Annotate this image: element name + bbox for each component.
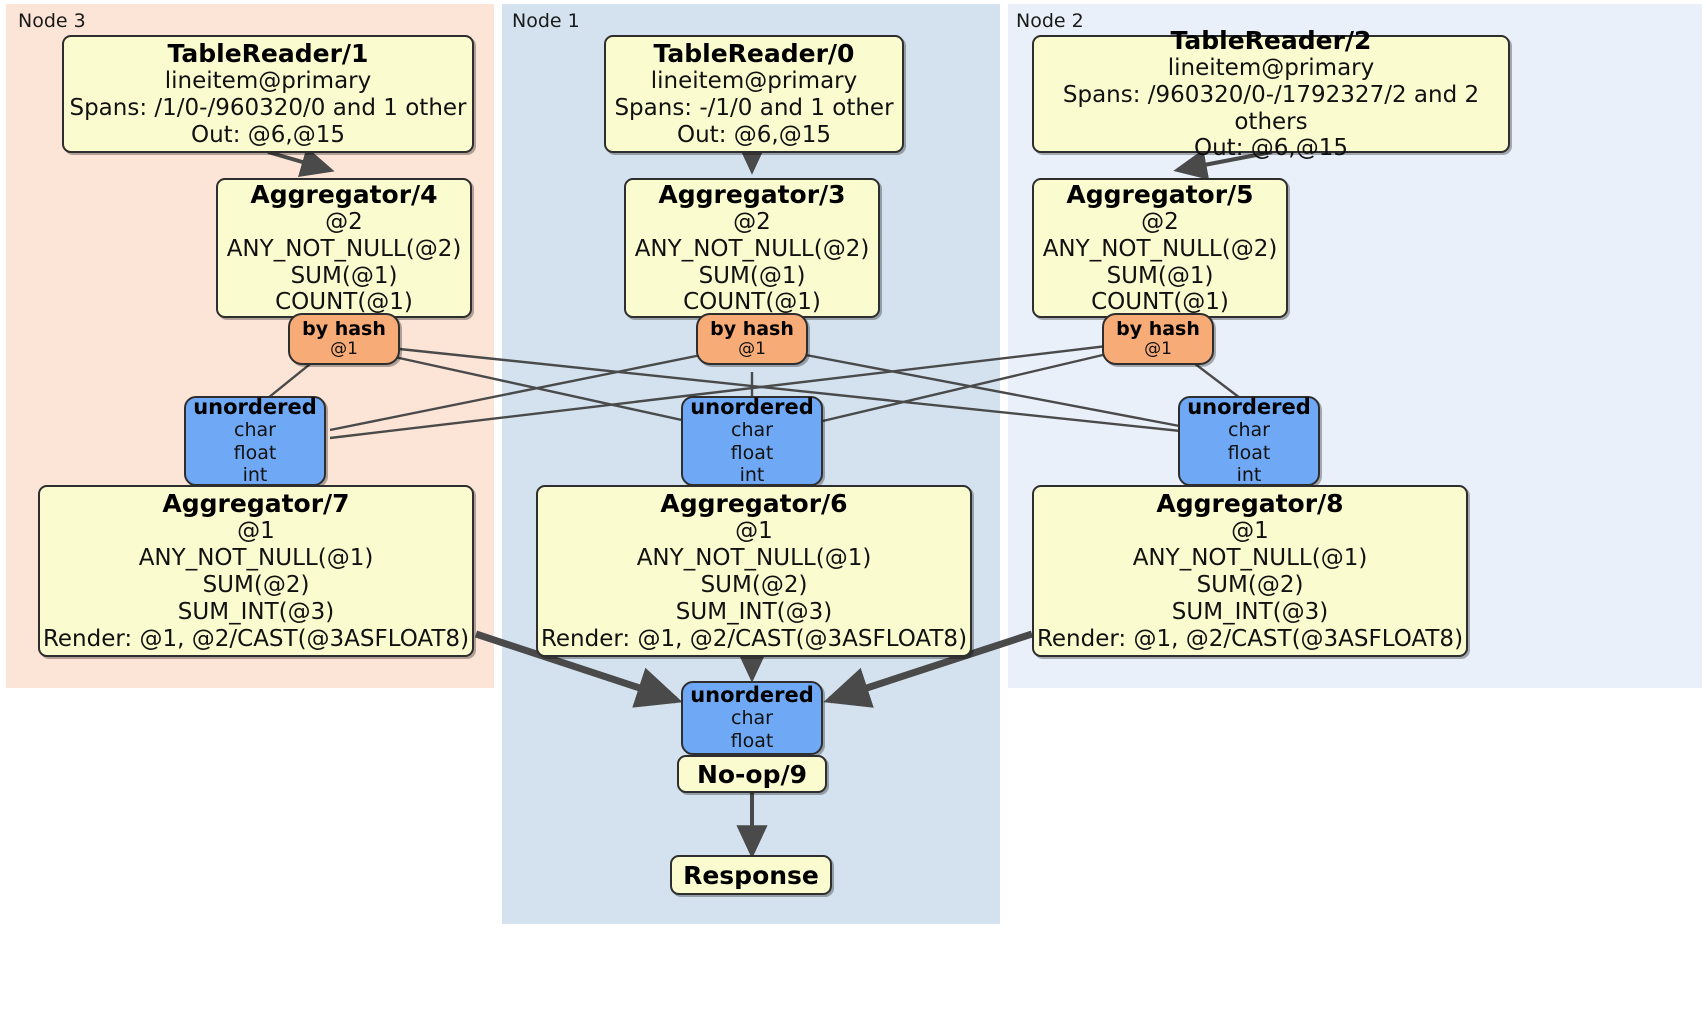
- synchronizer-type: char: [731, 418, 773, 441]
- aggregator-group: @2: [325, 208, 363, 235]
- noop-title: No-op/9: [696, 759, 808, 789]
- table-reader-table: lineitem@primary: [164, 68, 372, 95]
- aggregator-agg: COUNT(@1): [1091, 289, 1229, 316]
- synchronizer-type: float: [730, 441, 774, 464]
- aggregator-agg: SUM_INT(@3): [177, 598, 335, 625]
- synchronizer-title: unordered: [690, 683, 814, 708]
- aggregator-agg: COUNT(@1): [683, 289, 821, 316]
- router-title: by hash: [1116, 317, 1200, 340]
- aggregator-group: @2: [1141, 208, 1179, 235]
- aggregator-agg: SUM_INT(@3): [675, 598, 833, 625]
- table-reader-title: TableReader/2: [1170, 25, 1372, 55]
- router-title: by hash: [710, 317, 794, 340]
- table-reader-spans: Spans: -/1/0 and 1 other: [614, 95, 894, 122]
- table-reader-out: Out: @6,@15: [191, 121, 345, 148]
- router-column: @1: [330, 338, 358, 359]
- aggregator-group: @1: [1231, 518, 1269, 545]
- table-reader-out: Out: @6,@15: [677, 121, 831, 148]
- aggregator-group: @2: [733, 208, 771, 235]
- synchronizer-type: char: [234, 418, 276, 441]
- synchronizer-title: unordered: [193, 394, 317, 419]
- aggregator-agg: ANY_NOT_NULL(@1): [138, 545, 374, 572]
- synchronizer-type: char: [731, 707, 773, 730]
- aggregator-agg: SUM(@2): [700, 572, 808, 599]
- synchronizer-unordered-final[interactable]: unordered char float: [681, 681, 823, 755]
- synchronizer-unordered-8[interactable]: unordered char float int: [1178, 394, 1320, 487]
- aggregator-agg: COUNT(@1): [275, 289, 413, 316]
- synchronizer-type: float: [233, 441, 277, 464]
- synchronizer-type: int: [739, 464, 765, 487]
- aggregator-render: Render: @1, @2/CAST(@3ASFLOAT8): [540, 625, 968, 652]
- aggregator-8[interactable]: Aggregator/8 @1 ANY_NOT_NULL(@1) SUM(@2)…: [1032, 485, 1468, 657]
- node-panel-label-node2: Node 2: [1016, 10, 1084, 32]
- aggregator-7[interactable]: Aggregator/7 @1 ANY_NOT_NULL(@1) SUM(@2)…: [38, 485, 474, 657]
- table-reader-spans: Spans: /960320/0-/1792327/2 and 2 others: [1062, 81, 1480, 135]
- table-reader-table: lineitem@primary: [1167, 54, 1375, 81]
- aggregator-render: Render: @1, @2/CAST(@3ASFLOAT8): [42, 625, 470, 652]
- aggregator-agg: ANY_NOT_NULL(@1): [636, 545, 872, 572]
- aggregator-title: Aggregator/5: [1066, 179, 1254, 209]
- aggregator-3[interactable]: Aggregator/3 @2 ANY_NOT_NULL(@2) SUM(@1)…: [624, 178, 880, 318]
- table-reader-0[interactable]: TableReader/0 lineitem@primary Spans: -/…: [604, 35, 904, 153]
- table-reader-2[interactable]: TableReader/2 lineitem@primary Spans: /9…: [1032, 26, 1510, 161]
- aggregator-title: Aggregator/8: [1156, 489, 1344, 519]
- aggregator-agg: ANY_NOT_NULL(@2): [1042, 235, 1278, 262]
- synchronizer-unordered-7[interactable]: unordered char float int: [184, 394, 326, 487]
- aggregator-agg: SUM(@1): [290, 262, 398, 289]
- aggregator-agg: SUM(@2): [1196, 572, 1304, 599]
- aggregator-agg: ANY_NOT_NULL(@2): [226, 235, 462, 262]
- aggregator-agg: SUM(@1): [698, 262, 806, 289]
- synchronizer-type: int: [242, 464, 268, 487]
- node-panel-label-node3: Node 3: [18, 10, 86, 32]
- aggregator-5[interactable]: Aggregator/5 @2 ANY_NOT_NULL(@2) SUM(@1)…: [1032, 178, 1288, 318]
- synchronizer-type: float: [1227, 441, 1271, 464]
- table-reader-out: Out: @6,@15: [1194, 135, 1348, 162]
- table-reader-title: TableReader/0: [653, 39, 855, 69]
- aggregator-title: Aggregator/7: [162, 489, 350, 519]
- router-by-hash-5[interactable]: by hash @1: [1102, 313, 1214, 365]
- aggregator-group: @1: [735, 518, 773, 545]
- table-reader-title: TableReader/1: [167, 39, 369, 69]
- aggregator-title: Aggregator/6: [660, 489, 848, 519]
- response-title: Response: [683, 860, 819, 890]
- table-reader-spans: Spans: /1/0-/960320/0 and 1 other: [69, 95, 467, 122]
- aggregator-agg: SUM(@2): [202, 572, 310, 599]
- table-reader-table: lineitem@primary: [650, 68, 858, 95]
- aggregator-agg: SUM(@1): [1106, 262, 1214, 289]
- router-title: by hash: [302, 317, 386, 340]
- synchronizer-type: float: [730, 730, 774, 753]
- aggregator-agg: SUM_INT(@3): [1171, 598, 1329, 625]
- aggregator-title: Aggregator/4: [250, 179, 438, 209]
- synchronizer-title: unordered: [690, 394, 814, 419]
- node-panel-label-node1: Node 1: [512, 10, 580, 32]
- router-column: @1: [738, 338, 766, 359]
- synchronizer-unordered-6[interactable]: unordered char float int: [681, 394, 823, 487]
- aggregator-render: Render: @1, @2/CAST(@3ASFLOAT8): [1036, 625, 1464, 652]
- noop-9[interactable]: No-op/9: [677, 755, 827, 793]
- synchronizer-title: unordered: [1187, 394, 1311, 419]
- router-by-hash-3[interactable]: by hash @1: [696, 313, 808, 365]
- synchronizer-type: char: [1228, 418, 1270, 441]
- aggregator-title: Aggregator/3: [658, 179, 846, 209]
- aggregator-4[interactable]: Aggregator/4 @2 ANY_NOT_NULL(@2) SUM(@1)…: [216, 178, 472, 318]
- aggregator-group: @1: [237, 518, 275, 545]
- aggregator-6[interactable]: Aggregator/6 @1 ANY_NOT_NULL(@1) SUM(@2)…: [536, 485, 972, 657]
- table-reader-1[interactable]: TableReader/1 lineitem@primary Spans: /1…: [62, 35, 474, 153]
- aggregator-agg: ANY_NOT_NULL(@1): [1132, 545, 1368, 572]
- response-node[interactable]: Response: [670, 855, 832, 895]
- router-column: @1: [1144, 338, 1172, 359]
- aggregator-agg: ANY_NOT_NULL(@2): [634, 235, 870, 262]
- router-by-hash-4[interactable]: by hash @1: [288, 313, 400, 365]
- synchronizer-type: int: [1236, 464, 1262, 487]
